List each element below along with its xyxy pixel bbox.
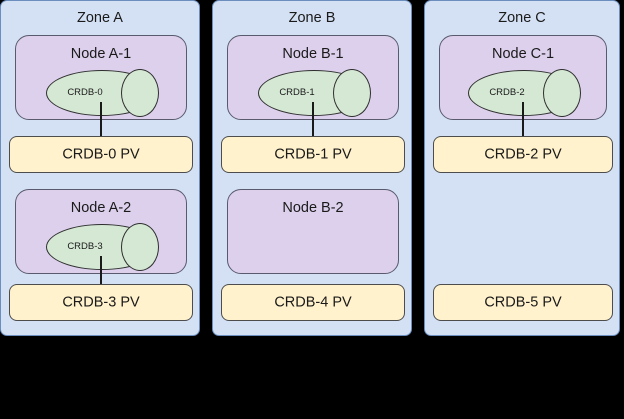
database-cylinder-icon: CRDB-3 bbox=[46, 223, 159, 271]
node-to-pv-connector bbox=[312, 102, 314, 136]
persistent-volume-box: CRDB-3 PV bbox=[9, 284, 193, 321]
persistent-volume-box: CRDB-5 PV bbox=[433, 284, 613, 321]
persistent-volume-box: CRDB-4 PV bbox=[221, 284, 405, 321]
cylinder-end-cap bbox=[333, 69, 371, 117]
node-to-pv-connector bbox=[522, 102, 524, 136]
persistent-volume-label: CRDB-1 PV bbox=[274, 146, 352, 162]
cylinder-end-cap bbox=[121, 223, 159, 271]
persistent-volume-label: CRDB-0 PV bbox=[62, 146, 140, 162]
database-label: CRDB-2 bbox=[489, 87, 525, 98]
node-to-pv-connector bbox=[100, 102, 102, 136]
node-label: Node B-1 bbox=[282, 46, 344, 62]
persistent-volume-label: CRDB-3 PV bbox=[62, 294, 140, 310]
node-to-pv-connector bbox=[100, 256, 102, 284]
cylinder-end-cap bbox=[121, 69, 159, 117]
node-label: Node A-2 bbox=[70, 200, 132, 216]
persistent-volume-box: CRDB-2 PV bbox=[433, 136, 613, 173]
node-label: Node A-1 bbox=[70, 46, 132, 62]
zone-title: Zone B bbox=[288, 10, 336, 26]
node-box: Node B-2 bbox=[227, 189, 399, 274]
database-label: CRDB-1 bbox=[279, 87, 315, 98]
database-label: CRDB-0 bbox=[67, 87, 103, 98]
cylinder-end-cap bbox=[543, 69, 581, 117]
persistent-volume-label: CRDB-2 PV bbox=[484, 146, 562, 162]
zone-title: Zone C bbox=[498, 10, 546, 26]
node-label: Node C-1 bbox=[491, 46, 555, 62]
node-label: Node B-2 bbox=[282, 200, 344, 216]
persistent-volume-box: CRDB-1 PV bbox=[221, 136, 405, 173]
database-cylinder-icon: CRDB-0 bbox=[46, 69, 159, 117]
database-cylinder-icon: CRDB-2 bbox=[468, 69, 581, 117]
database-label: CRDB-3 bbox=[67, 241, 103, 252]
database-cylinder-icon: CRDB-1 bbox=[258, 69, 371, 117]
persistent-volume-label: CRDB-5 PV bbox=[484, 294, 562, 310]
zone-title: Zone A bbox=[77, 10, 123, 26]
persistent-volume-box: CRDB-0 PV bbox=[9, 136, 193, 173]
persistent-volume-label: CRDB-4 PV bbox=[274, 294, 352, 310]
